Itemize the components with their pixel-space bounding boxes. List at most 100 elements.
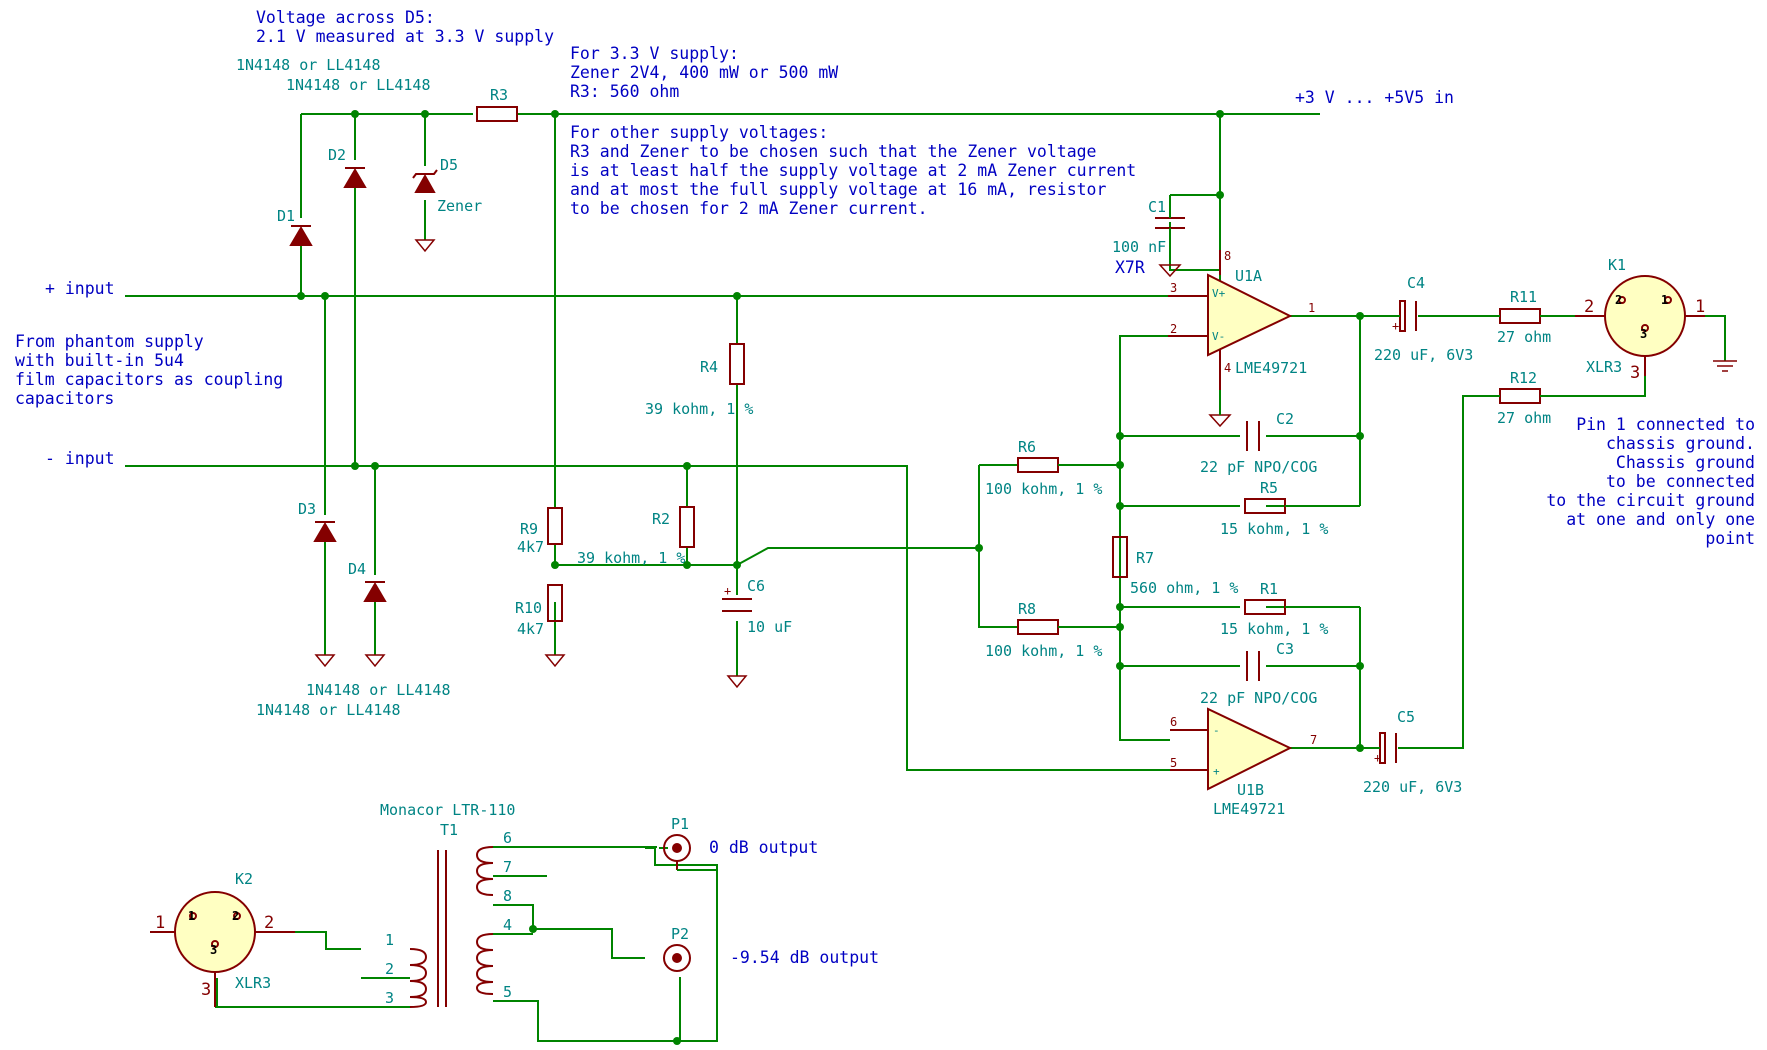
c5-value: 220 uF, 6V3	[1363, 778, 1462, 796]
c3-ref: C3	[1276, 640, 1294, 658]
c4-ref: C4	[1407, 274, 1425, 292]
k1-pin2: 2	[1584, 297, 1594, 317]
junction	[371, 462, 379, 470]
resistor-r3	[476, 106, 518, 122]
connector-k2	[150, 891, 295, 1007]
junction	[351, 110, 359, 118]
r2-ref: R2	[652, 510, 670, 528]
t1-pin5: 5	[503, 983, 512, 1001]
junction	[1116, 432, 1124, 440]
t1-pin1: 1	[385, 931, 394, 949]
t1-pin2: 2	[385, 960, 394, 978]
bnc-p2	[663, 944, 691, 972]
r6-value: 100 kohm, 1 %	[985, 480, 1102, 498]
capacitor-c1	[1155, 195, 1185, 265]
k2-ref: K2	[235, 870, 253, 888]
t1-pin3: 3	[385, 989, 394, 1007]
r12-ref: R12	[1510, 369, 1537, 387]
resistor-r8	[1017, 619, 1059, 635]
junction	[683, 462, 691, 470]
u1a-value: LME49721	[1235, 359, 1307, 377]
diode-d2	[343, 167, 367, 188]
ground-icon	[726, 675, 748, 689]
k1-pin3: 3	[1630, 363, 1640, 383]
d5-value: Zener	[437, 197, 482, 215]
resistor-r6	[1017, 457, 1059, 473]
u1b-value: LME49721	[1213, 800, 1285, 818]
t1-ref: T1	[440, 821, 458, 839]
ground-icon	[314, 654, 336, 668]
junction	[1116, 603, 1124, 611]
c6-value: 10 uF	[747, 618, 792, 636]
r9-ref: R9	[520, 520, 538, 538]
junction	[297, 292, 305, 300]
c2-ref: C2	[1276, 410, 1294, 428]
c6-ref: C6	[747, 577, 765, 595]
resistor-r4	[729, 343, 745, 385]
c4-polarity: +	[1392, 319, 1399, 333]
k1-pin1-inner: 1	[1661, 293, 1668, 307]
k2-pin2-inner: 2	[232, 909, 239, 923]
capacitor-c6	[722, 598, 752, 612]
r11-value: 27 ohm	[1497, 328, 1551, 346]
d4-ref: D4	[348, 560, 366, 578]
r1-value: 15 kohm, 1 %	[1220, 620, 1328, 638]
d1-ref: D1	[277, 207, 295, 225]
p1-ref: P1	[671, 815, 689, 833]
capacitor-c5	[1375, 732, 1405, 764]
note-other-supply: For other supply voltages:R3 and Zener t…	[570, 123, 1136, 218]
r7-ref: R7	[1136, 549, 1154, 567]
r4-value: 39 kohm, 1 %	[645, 400, 753, 418]
k2-pin1-inner: 1	[188, 909, 195, 923]
r1-ref: R1	[1260, 580, 1278, 598]
ground-icon	[544, 654, 566, 668]
c6-polarity: +	[724, 584, 731, 598]
u1b-pin7: 7	[1310, 733, 1317, 747]
r6-ref: R6	[1018, 438, 1036, 456]
r4-ref: R4	[700, 358, 718, 376]
note-d5-voltage: Voltage across D5:2.1 V measured at 3.3 …	[256, 8, 554, 46]
net-0db-output: 0 dB output	[709, 838, 818, 857]
opamp-u1b	[1170, 707, 1293, 791]
resistor-r12	[1499, 388, 1541, 404]
junction	[551, 561, 559, 569]
t1-pin8: 8	[503, 887, 512, 905]
resistor-r7	[1112, 536, 1128, 578]
d3-ref: D3	[298, 500, 316, 518]
capacitor-c4	[1393, 300, 1425, 332]
t1-pin7: 7	[503, 858, 512, 876]
k1-pin3-inner: 3	[1640, 327, 1647, 341]
junction	[321, 292, 329, 300]
u1a-vminus: V-	[1212, 330, 1225, 343]
u1a-pin3: 3	[1170, 281, 1177, 295]
k2-pin3: 3	[201, 980, 211, 1000]
r8-ref: R8	[1018, 600, 1036, 618]
junction	[733, 561, 741, 569]
u1a-pin1: 1	[1308, 301, 1315, 315]
c1-ref: C1	[1148, 198, 1166, 216]
r2-value: 39 kohm, 1 %	[577, 549, 685, 567]
u1b-pin6: 6	[1170, 715, 1177, 729]
ground-icon	[1208, 414, 1232, 428]
u1a-pin8: 8	[1224, 249, 1231, 263]
junctions	[297, 110, 1364, 1045]
resistor-r10	[547, 584, 563, 622]
net-minus-input: - input	[45, 449, 115, 468]
note-supply-33: For 3.3 V supply:Zener 2V4, 400 mW or 50…	[570, 44, 838, 101]
r3-ref: R3	[490, 86, 508, 104]
t1-value: Monacor LTR-110	[380, 801, 515, 819]
t1-pin4: 4	[503, 916, 512, 934]
junction	[351, 462, 359, 470]
r9-value: 4k7	[517, 538, 544, 556]
net-plus-input: + input	[45, 279, 115, 298]
d5-ref: D5	[440, 156, 458, 174]
u1a-ref: U1A	[1235, 267, 1262, 285]
net-954db-output: -9.54 dB output	[730, 948, 879, 967]
junction	[733, 292, 741, 300]
k2-pin3-inner: 3	[210, 943, 217, 957]
diode-d1	[289, 225, 313, 246]
junction	[551, 110, 559, 118]
junction	[1356, 432, 1364, 440]
